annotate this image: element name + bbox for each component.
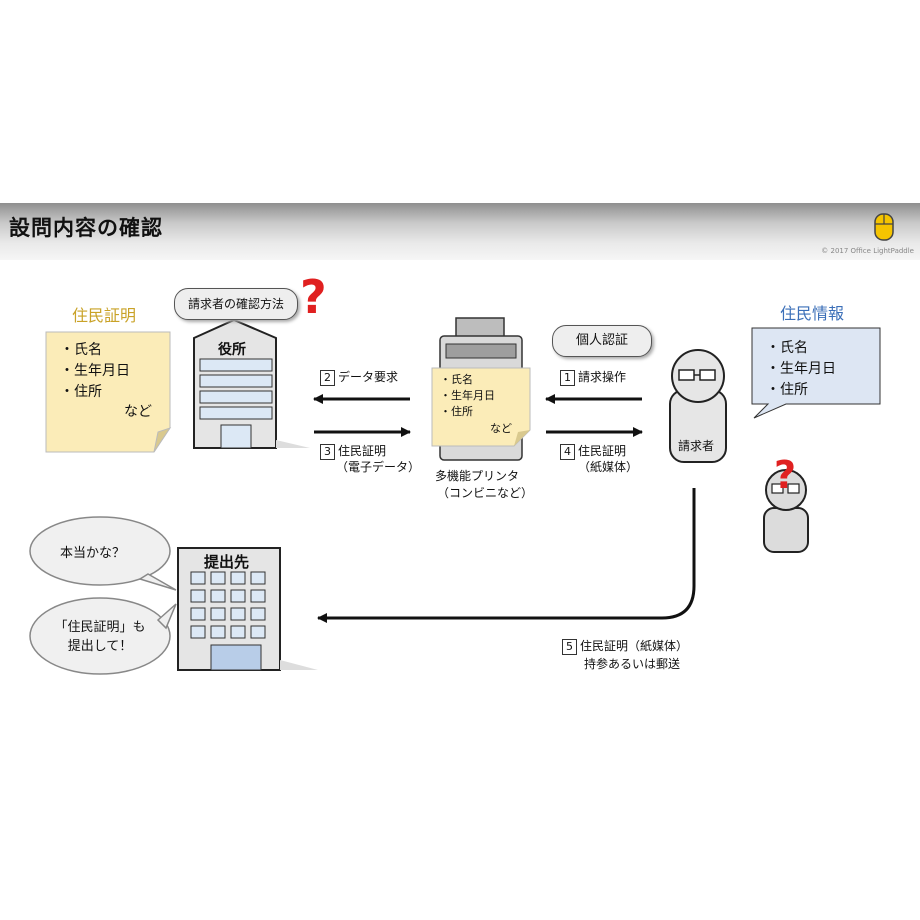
speech-bubble-1-text: 本当かな？ bbox=[60, 546, 126, 561]
paper-item: 生年月日 bbox=[451, 389, 495, 402]
verify-method-bubble: 請求者の確認方法 bbox=[174, 288, 298, 320]
destination-label: 提出先 bbox=[204, 553, 250, 571]
step4-sub: （紙媒体） bbox=[578, 460, 639, 474]
right-note-item: 生年月日 bbox=[780, 361, 836, 377]
requester-person bbox=[669, 349, 727, 463]
left-note-item: 住所 bbox=[74, 384, 102, 400]
left-note-list: ・氏名 ・生年月日 ・住所 bbox=[60, 342, 130, 400]
title-bar bbox=[0, 203, 920, 260]
left-note-more: など bbox=[124, 404, 152, 420]
auth-bubble: 個人認証 bbox=[552, 325, 652, 357]
step5-sub: 持参あるいは郵送 bbox=[584, 657, 681, 671]
right-note-item: 氏名 bbox=[780, 340, 808, 356]
mouse-icon bbox=[874, 213, 894, 241]
question-mark-icon: ? bbox=[300, 270, 327, 324]
speech-bubble-2-shape bbox=[29, 597, 177, 675]
city-hall-building bbox=[193, 318, 310, 449]
paper-item: 住所 bbox=[451, 405, 473, 418]
speech-bubble-1-shape bbox=[29, 516, 177, 591]
right-note-item: 住所 bbox=[780, 382, 808, 398]
printer-paper-more: など bbox=[490, 422, 512, 435]
left-note-item: 氏名 bbox=[74, 342, 102, 358]
printer-paper-list: ・氏名 ・生年月日 ・住所 bbox=[440, 373, 495, 418]
copyright: © 2017 Office LightPaddle bbox=[821, 247, 914, 255]
destination-building bbox=[177, 547, 318, 671]
printer-device bbox=[431, 317, 531, 461]
left-note-item: 生年月日 bbox=[74, 363, 130, 379]
paper-item: 氏名 bbox=[451, 373, 473, 386]
printer-caption-1: 多機能プリンタ bbox=[435, 469, 520, 483]
step3-sub: （電子データ） bbox=[336, 460, 421, 474]
impostor-question-icon: ? bbox=[774, 453, 797, 497]
right-info-callout bbox=[751, 327, 881, 419]
requester-label: 請求者 bbox=[678, 439, 715, 453]
impostor-person bbox=[763, 469, 809, 553]
right-note-title: 住民情報 bbox=[780, 304, 845, 323]
arrow-step5 bbox=[317, 488, 696, 623]
left-note-title: 住民証明 bbox=[72, 306, 137, 325]
speech-bubble-2-text: 「住民証明」も 提出して！ bbox=[54, 620, 146, 654]
right-note-list: ・氏名 ・生年月日 ・住所 bbox=[766, 340, 836, 398]
left-note-shape bbox=[45, 331, 172, 453]
printer-caption-2: （コンビニなど） bbox=[437, 486, 534, 500]
page-title: 設問内容の確認 bbox=[9, 216, 163, 240]
city-hall-label: 役所 bbox=[218, 342, 246, 358]
